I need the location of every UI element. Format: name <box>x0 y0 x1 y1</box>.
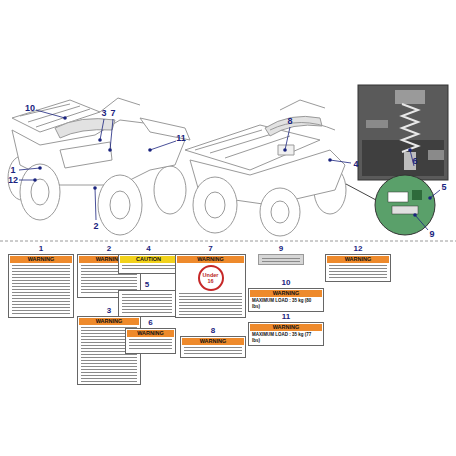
signal-word: WARNING <box>10 256 72 263</box>
signal-word: WARNING <box>79 318 139 325</box>
decal-text: MAXIMUM LOAD : 35 kg (80 lbs) <box>250 297 322 310</box>
decal-panel <box>258 254 304 265</box>
warning-decal: 11WARNINGMAXIMUM LOAD : 35 kg (77 lbs) <box>248 312 324 346</box>
decal-panel: WARNING <box>125 328 176 354</box>
decal-panel: WARNINGMAXIMUM LOAD : 35 kg (80 lbs) <box>248 288 324 312</box>
callout-number: 6 <box>125 318 176 327</box>
fine-print <box>129 339 172 351</box>
warning-decal: 4CAUTION <box>118 244 179 274</box>
separator-line <box>0 241 456 242</box>
warning-decal: 7WARNING Under 16 <box>175 244 246 318</box>
right-atv <box>185 100 346 236</box>
callout-number: 12 <box>325 244 391 253</box>
fine-print <box>329 265 387 279</box>
warning-decal: 5 <box>118 280 176 317</box>
callout-number: 5 <box>441 182 446 192</box>
signal-word: WARNING <box>127 330 174 337</box>
callout-number: 1 <box>10 165 15 175</box>
callout-number: 8 <box>287 116 292 126</box>
warning-decal: 12WARNING <box>325 244 391 282</box>
fine-print <box>262 258 300 262</box>
fine-print <box>122 294 172 314</box>
callout-number: 5 <box>118 280 176 289</box>
callout-number: 12 <box>8 175 18 185</box>
callout-number: 2 <box>93 221 98 231</box>
signal-word: WARNING <box>327 256 389 263</box>
signal-word: WARNING <box>177 256 244 263</box>
inset-detail <box>346 175 435 235</box>
callout-number: 9 <box>258 244 304 253</box>
warning-decal: 10WARNINGMAXIMUM LOAD : 35 kg (80 lbs) <box>248 278 324 312</box>
leader-lines <box>19 110 440 230</box>
decal-panel: WARNING <box>8 254 74 318</box>
callout-number: 10 <box>25 103 35 113</box>
callout-number: 1 <box>8 244 74 253</box>
age-badge: Under 16 <box>198 265 224 291</box>
signal-word: WARNING <box>250 324 322 331</box>
warning-decal: 1WARNING <box>8 244 74 318</box>
callout-number: 7 <box>110 108 115 118</box>
fine-print <box>184 347 242 355</box>
signal-word: WARNING <box>250 290 322 297</box>
decal-panel <box>118 290 176 317</box>
callout-number: 8 <box>180 326 246 335</box>
decal-panel: CAUTION <box>118 254 179 274</box>
fine-print <box>179 293 242 315</box>
leader-dots <box>33 116 432 217</box>
signal-word: CAUTION <box>120 256 177 263</box>
callout-number: 10 <box>248 278 324 287</box>
decal-panel: WARNING <box>325 254 391 282</box>
warning-decal: 9 <box>258 244 304 265</box>
decal-panel: WARNING <box>180 336 246 358</box>
callout-number: 6 <box>412 156 417 166</box>
inset-photo <box>358 85 448 180</box>
decal-text: MAXIMUM LOAD : 35 kg (77 lbs) <box>250 331 322 344</box>
callout-number: 7 <box>175 244 246 253</box>
decal-panel: WARNING Under 16 <box>175 254 246 318</box>
fine-print <box>12 265 70 315</box>
fine-print <box>122 265 175 271</box>
callout-number: 4 <box>353 159 358 169</box>
callout-number: 3 <box>101 108 106 118</box>
decal-panel: WARNINGMAXIMUM LOAD : 35 kg (77 lbs) <box>248 322 324 346</box>
warning-decal: 8WARNING <box>180 326 246 358</box>
warning-decal: 6WARNING <box>125 318 176 354</box>
callout-number: 11 <box>176 133 186 143</box>
callout-number: 2 <box>77 244 141 253</box>
callout-number: 4 <box>118 244 179 253</box>
callout-number: 11 <box>248 312 324 321</box>
callout-number: 9 <box>429 229 434 239</box>
signal-word: WARNING <box>182 338 244 345</box>
left-atv <box>8 98 190 235</box>
